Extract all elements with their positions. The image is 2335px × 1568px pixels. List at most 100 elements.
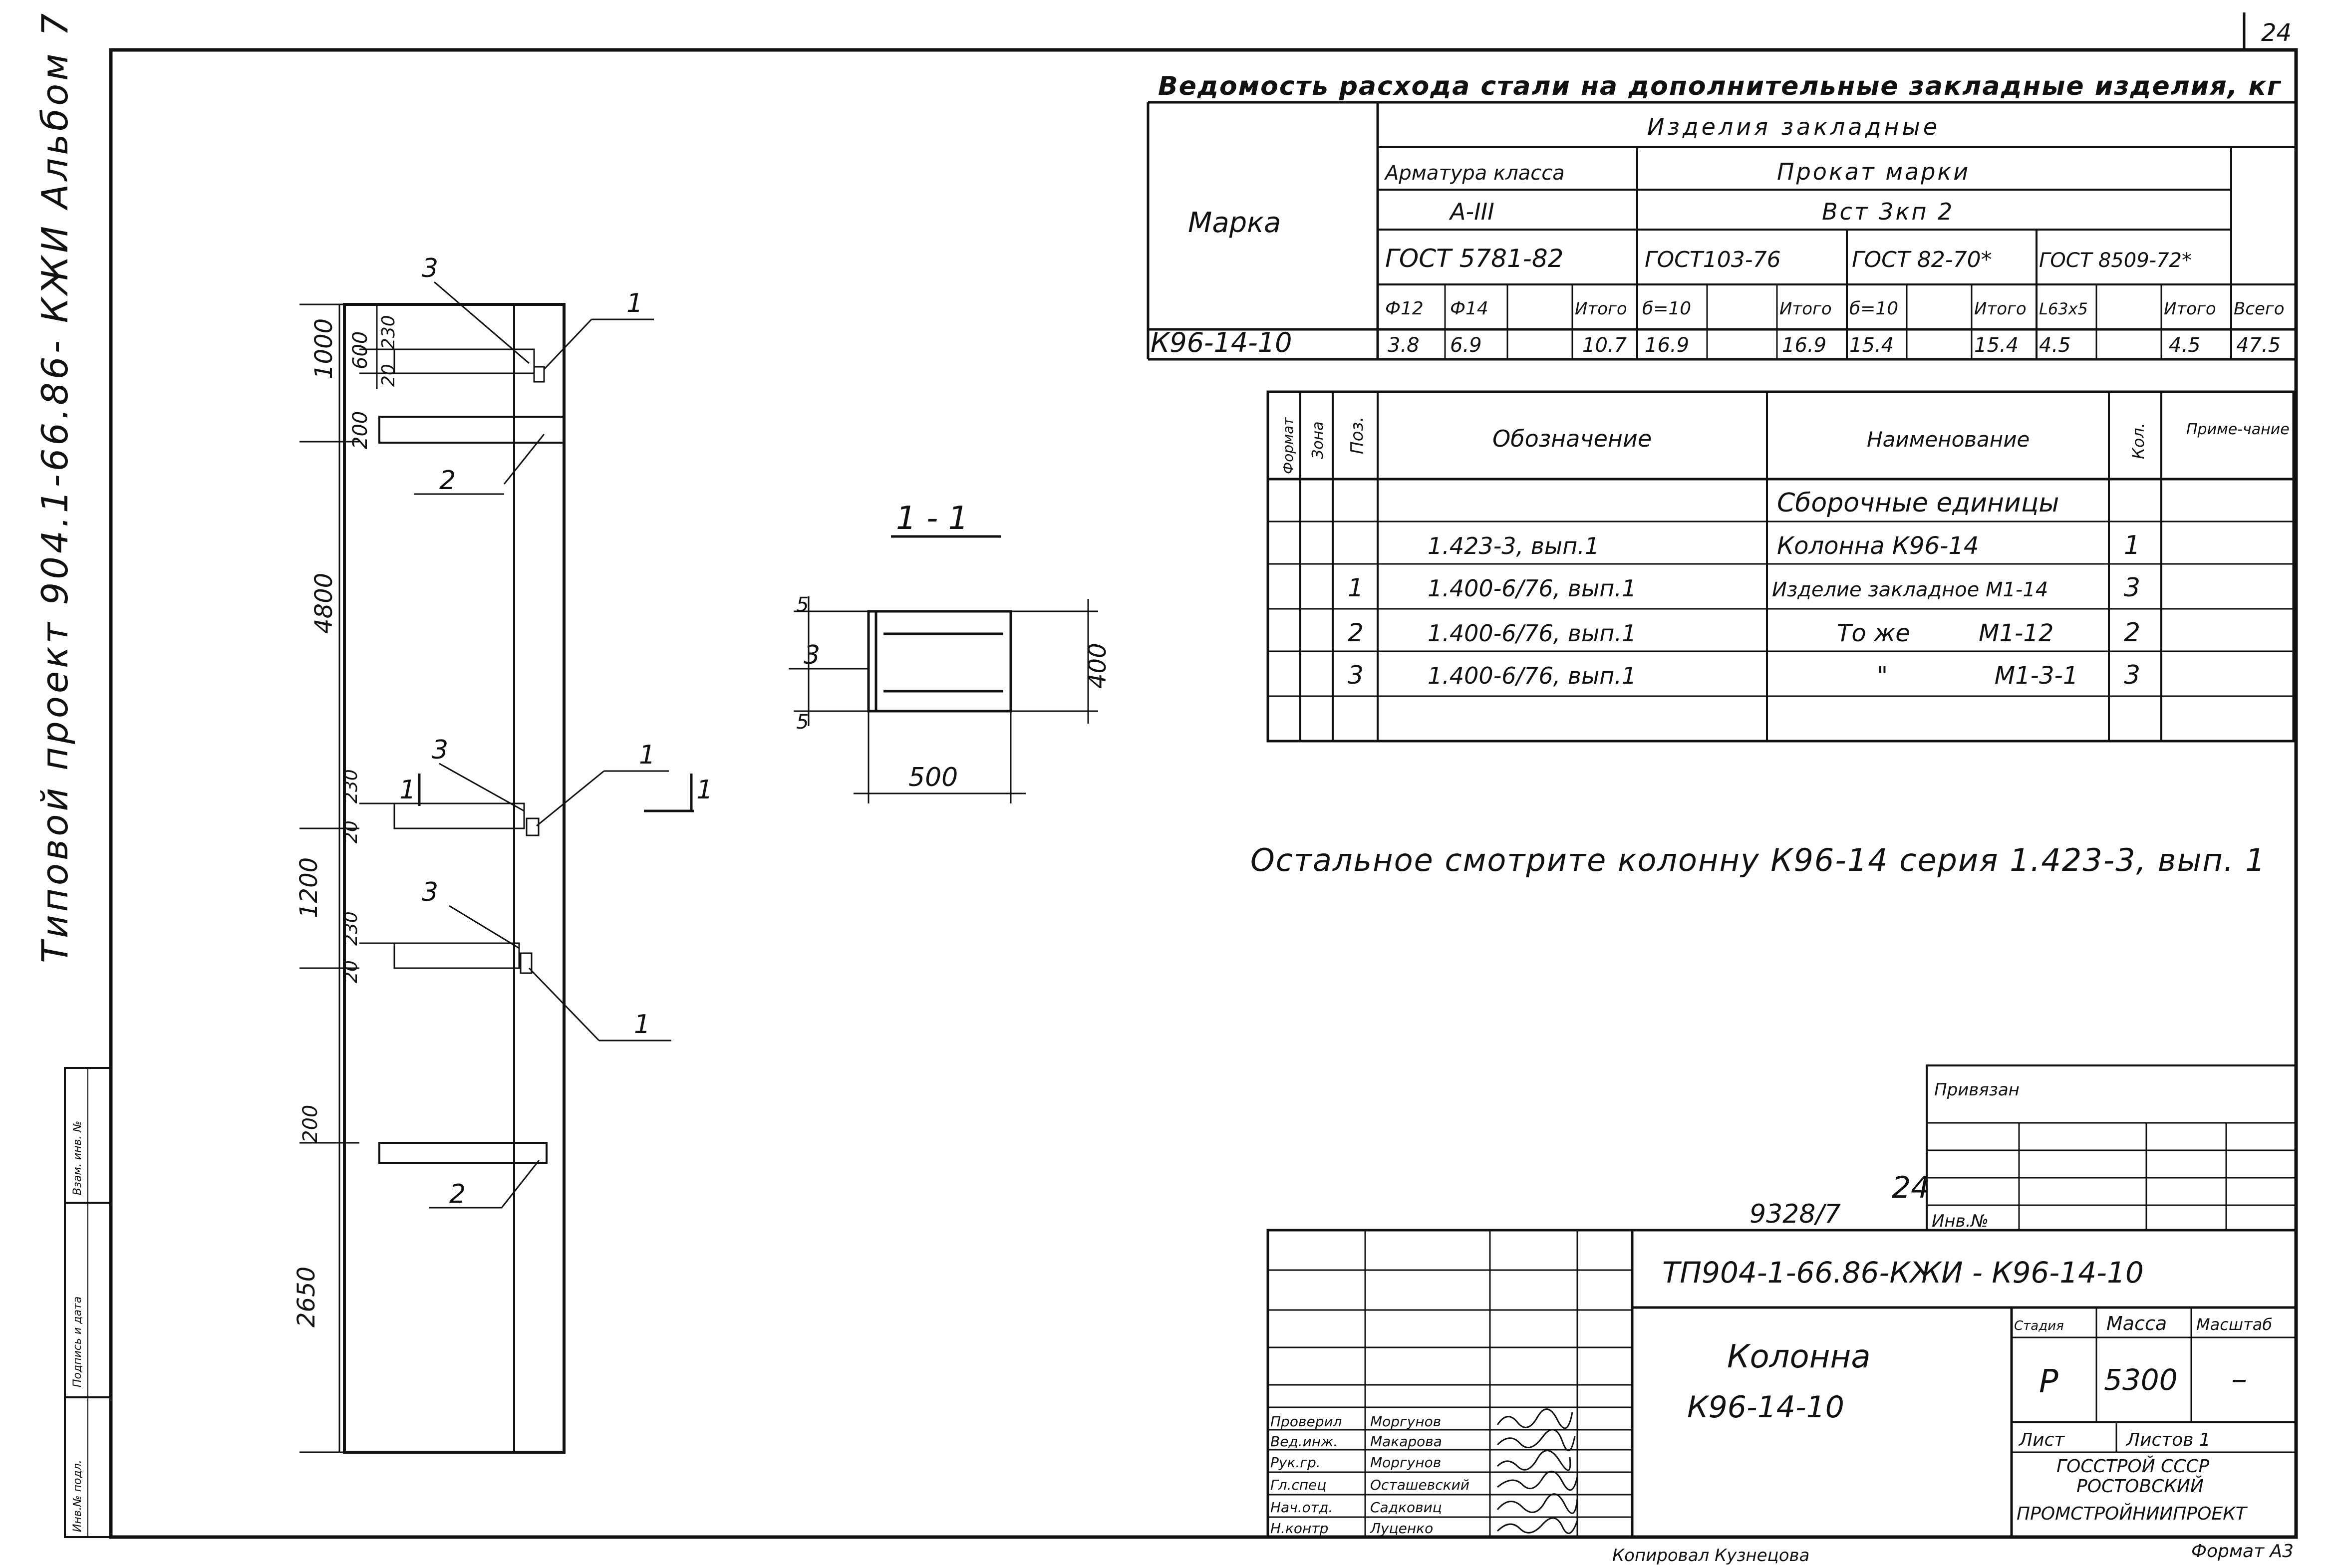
column-elevation (299, 281, 694, 1454)
callout-1-mid: 1 (639, 740, 655, 770)
stamp-name: Луценко (1370, 1520, 1433, 1537)
steel-rolled-grade: Вст 3кп 2 (1822, 198, 1954, 225)
stamp-inv-code: 9328/7 (1750, 1199, 1841, 1229)
side-project-title: Типовой проект 904.1-66.86- КЖИ Альбом 7 (34, 10, 76, 963)
side-strip (64, 1067, 112, 1538)
stamp-sheet-label: Лист (2018, 1430, 2065, 1450)
spec-header-zone: Зона (1309, 421, 1327, 459)
stamp-doc-code: ТП904-1-66.86-КЖИ - К96-14-10 (1662, 1256, 2144, 1290)
dim-20-mid: 20 (341, 820, 361, 843)
steel-gost-1: ГОСТ103-76 (1645, 247, 1781, 272)
steel-sub-header: Итого (1575, 299, 1627, 319)
section-mark-right: 1 (696, 775, 713, 805)
spec-table-grid (1266, 390, 2295, 743)
steel-gost-2: ГОСТ 82-70* (1852, 247, 1992, 272)
stamp-role: Н.контр (1270, 1520, 1328, 1537)
spec-row-qty: 3 (2124, 660, 2140, 690)
spec-header-pos: Поз. (1347, 417, 1367, 454)
stamp-stage-label: Стадия (2014, 1318, 2064, 1333)
stamp-role: Проверил (1270, 1413, 1342, 1430)
stamp-org-line2: РОСТОВСКИЙ (2076, 1476, 2204, 1497)
callout-3-low: 3 (422, 877, 438, 907)
section-dim-5-bottom: 5 (796, 711, 809, 734)
callout-2-low: 2 (449, 1179, 466, 1209)
dim-230-top: 230 (378, 315, 399, 349)
steel-sub-header: Итого (1779, 299, 1832, 319)
stamp-role: Гл.спец (1270, 1477, 1326, 1493)
stamp-sheets-label: Листов 1 (2125, 1430, 2211, 1450)
steel-sub-header: б=10 (1849, 298, 1898, 319)
steel-row-value: 47.5 (2236, 334, 2281, 357)
spec-row-pos: 2 (1348, 618, 1364, 647)
callout-2-top: 2 (439, 466, 456, 496)
side-strip-cell-3: Инв.№ подл. (71, 1460, 84, 1532)
steel-sub-header: Ф14 (1450, 298, 1488, 319)
side-strip-cell-2: Подпись и дата (71, 1297, 84, 1387)
spec-row-qty: 1 (2124, 530, 2140, 560)
spec-header-name: Наименование (1867, 427, 2030, 452)
stamp-title-line1: Колонна (1727, 1338, 1871, 1375)
note-text: Остальное смотрите колонну К96-14 серия … (1250, 842, 2266, 878)
stamp-role: Рук.гр. (1270, 1454, 1321, 1471)
steel-gost-3: ГОСТ 8509-72* (2039, 249, 2192, 272)
stamp-sheet-small: 24 (1892, 1170, 1930, 1205)
dim-4800: 4800 (310, 573, 338, 634)
section-dim-500: 500 (908, 763, 958, 792)
steel-table-title: Ведомость расхода стали на дополнительны… (1158, 71, 2282, 101)
steel-sub-header: б=10 (1642, 298, 1691, 319)
dim-230-low: 230 (341, 911, 361, 946)
stamp-role: Нач.отд. (1270, 1499, 1333, 1516)
stamp-title-line2: К96-14-10 (1687, 1390, 1844, 1425)
spec-section-label: Сборочные единицы (1777, 488, 2059, 518)
spec-row-designation: 1.423-3, вып.1 (1428, 532, 1599, 559)
steel-row-value: 4.5 (2039, 334, 2071, 357)
spec-row-pos: 1 (1348, 573, 1364, 602)
stamp-name: Садковиц (1370, 1499, 1442, 1516)
dim-200-top: 200 (349, 411, 372, 449)
steel-gost-rebar: ГОСТ 5781-82 (1385, 244, 1563, 273)
stamp-org-line3: ПРОМСТРОЙНИИПРОЕКТ (2017, 1503, 2248, 1524)
steel-row-value: 16.9 (1782, 334, 1826, 357)
steel-row-value: 15.4 (1974, 334, 2019, 357)
steel-row-value: 6.9 (1450, 334, 1482, 357)
steel-sub-header: L63x5 (2039, 299, 2088, 318)
stamp-stage: Р (2039, 1363, 2058, 1400)
stamp-scale-label: Масштаб (2196, 1315, 2272, 1334)
spec-header-format: Формат (1280, 417, 1296, 474)
spec-row-pos: 3 (1348, 661, 1364, 690)
dim-20-low: 20 (341, 960, 361, 983)
dim-2650: 2650 (292, 1267, 320, 1327)
stamp-mass: 5300 (2104, 1363, 2178, 1397)
dim-230-mid: 230 (341, 769, 361, 803)
dim-200-low: 200 (299, 1105, 322, 1143)
stamp-format: Формат А3 (2191, 1541, 2294, 1562)
section-mark-left: 1 (399, 775, 416, 805)
section-callout-3: 3 (804, 640, 820, 670)
section-dim-5-top: 5 (796, 593, 809, 616)
dim-1000: 1000 (310, 318, 338, 379)
dim-20-top: 20 (378, 364, 399, 387)
spec-header-qty: Кол. (2129, 423, 2148, 459)
stamp-copied: Копировал Кузнецова (1612, 1546, 1809, 1566)
spec-row-name: То же М1-12 (1837, 619, 2053, 647)
steel-rebar-class: А-III (1449, 198, 1494, 225)
spec-header-designation: Обозначение (1492, 425, 1652, 452)
stamp-scale: – (2231, 1361, 2247, 1398)
steel-row-mark: К96-14-10 (1151, 327, 1292, 358)
steel-row-value: 15.4 (1849, 334, 1894, 357)
callout-3-mid: 3 (432, 735, 448, 765)
steel-row-value: 3.8 (1388, 334, 1420, 357)
section-title: 1 - 1 (896, 500, 968, 537)
spec-row-qty: 2 (2124, 618, 2140, 648)
steel-col-marka: Марка (1188, 207, 1281, 239)
spec-row-name: Изделие закладное М1-14 (1772, 578, 2048, 601)
steel-sub-header: Ф12 (1385, 298, 1424, 319)
spec-row-qty: 3 (2124, 573, 2140, 603)
drawing-frame (109, 12, 2298, 1539)
stamp-name: Макарова (1370, 1433, 1442, 1450)
dim-600: 600 (349, 331, 372, 369)
steel-table-grid (1147, 101, 2296, 361)
spec-row-name: " М1-3-1 (1877, 662, 2078, 690)
dim-1200: 1200 (295, 857, 323, 918)
spec-row-designation: 1.400-6/76, вып.1 (1428, 662, 1636, 689)
